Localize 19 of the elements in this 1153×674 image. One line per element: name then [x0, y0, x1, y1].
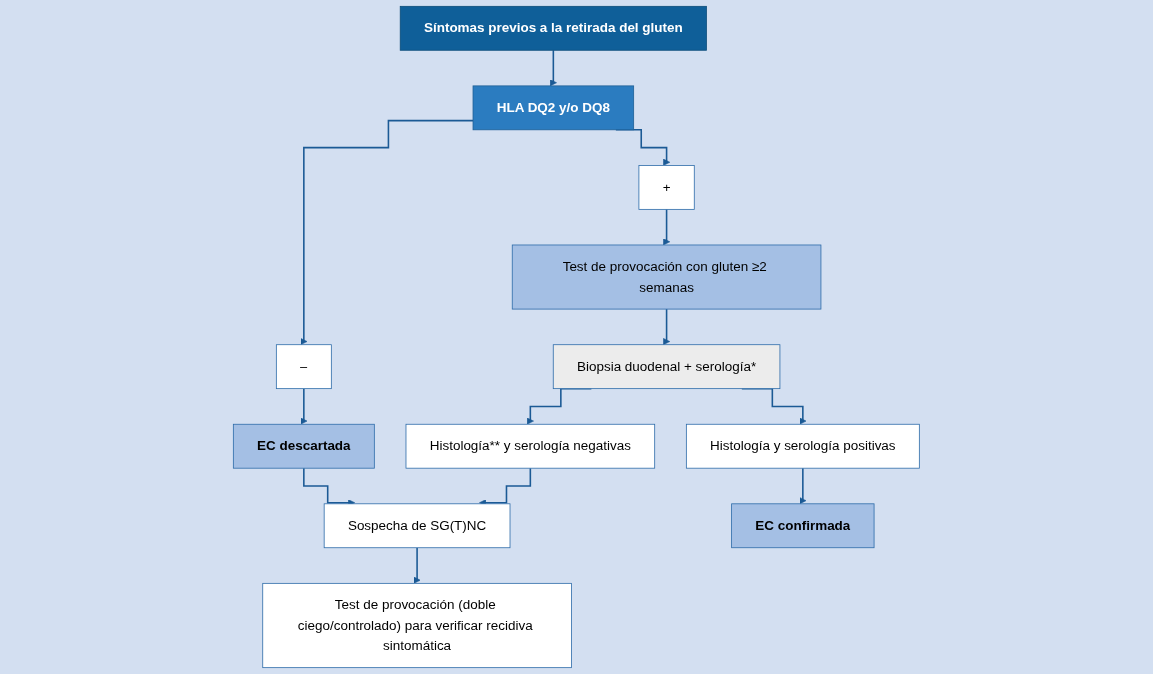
arrow — [550, 49, 557, 87]
node-box: EC confirmada — [731, 503, 875, 549]
node-box: Histología** y serología negativas — [405, 423, 656, 469]
node-box: Test de provocación con gluten ≥2 semanas — [512, 244, 822, 310]
node-box: Sospecha de SG(T)NC — [323, 503, 511, 549]
arrow — [413, 546, 421, 584]
arrow — [663, 208, 671, 246]
arrow — [300, 119, 474, 346]
node-box: HLA DQ2 y/o DQ8 — [472, 85, 635, 131]
arrow — [663, 308, 671, 346]
node-box: Histología y serología positivas — [686, 423, 920, 469]
node-box: Biopsia duodenal + serología* — [553, 344, 781, 390]
node-box: – — [276, 344, 332, 390]
arrow — [799, 467, 807, 505]
node-box: Síntomas previos a la retirada del gluten — [400, 5, 707, 51]
node-box: + — [638, 165, 695, 210]
arrow — [300, 387, 308, 425]
node-box: Test de provocación (doble ciego/controlado) para verificar recidiva sintomática — [262, 582, 572, 669]
node-box: EC descartada — [233, 423, 375, 469]
